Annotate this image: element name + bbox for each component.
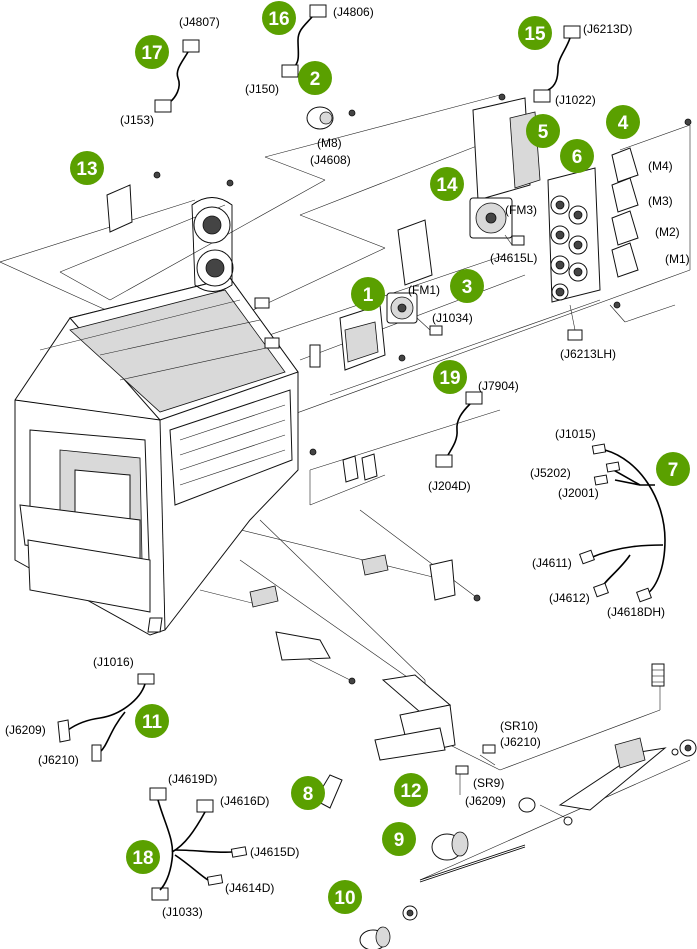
label-sr10: (SR10) [500, 719, 538, 733]
label-j6209-left: (J6209) [5, 723, 46, 737]
label-j4618dh: (J4618DH) [607, 605, 665, 619]
svg-text:2: 2 [310, 69, 321, 90]
label-j1016: (J1016) [93, 655, 134, 669]
label-j4616d: (J4616D) [220, 794, 269, 808]
drive-gears [191, 197, 234, 292]
callout-1: 1 [351, 277, 385, 311]
label-j6210-left: (J6210) [38, 753, 79, 767]
callout-9: 9 [382, 822, 416, 856]
callout-16: 16 [262, 1, 296, 35]
svg-text:12: 12 [400, 781, 421, 802]
label-j1022: (J1022) [555, 93, 596, 107]
callout-7: 7 [656, 452, 690, 486]
svg-text:18: 18 [132, 848, 153, 869]
callout-15: 15 [518, 16, 552, 50]
label-j6213lh: (J6213LH) [560, 347, 616, 361]
svg-text:14: 14 [436, 175, 458, 196]
callout-19: 19 [433, 360, 467, 394]
svg-text:1: 1 [363, 285, 374, 306]
callout-10: 10 [328, 880, 362, 914]
harness-15 [533, 25, 581, 103]
svg-text:9: 9 [394, 830, 405, 851]
leader-lines [0, 94, 691, 881]
callout-13: 13 [70, 151, 104, 185]
label-j2001: (J2001) [558, 486, 599, 500]
label-j1015: (J1015) [555, 427, 596, 441]
svg-text:5: 5 [538, 122, 549, 143]
callout-8: 8 [291, 776, 325, 810]
svg-text:11: 11 [142, 712, 163, 733]
rollers-and-shafts [359, 663, 697, 949]
label-fm1: (FM1) [408, 283, 440, 297]
label-j204d: (J204D) [428, 479, 471, 493]
svg-text:15: 15 [524, 24, 546, 45]
callout-12: 12 [394, 773, 428, 807]
svg-text:10: 10 [334, 888, 355, 909]
svg-text:17: 17 [141, 43, 162, 64]
label-j150: (J150) [245, 82, 279, 96]
small-parts-center [249, 448, 481, 685]
motor-m8 [306, 106, 356, 130]
svg-text:6: 6 [572, 147, 583, 168]
callout-2: 2 [298, 61, 332, 95]
printer-chassis [14, 277, 299, 636]
svg-text:13: 13 [76, 159, 97, 180]
label-j5202: (J5202) [530, 466, 571, 480]
label-m2: (M2) [655, 225, 680, 239]
harness-16 [281, 4, 327, 78]
label-j1034: (J1034) [432, 311, 473, 325]
label-m1: (M1) [665, 252, 690, 266]
callout-17: 17 [135, 35, 169, 69]
label-j4612: (J4612) [549, 591, 590, 605]
svg-text:4: 4 [618, 113, 629, 134]
callout-markers: 1 2 3 4 5 6 7 8 9 10 11 12 13 14 15 16 1… [70, 1, 690, 914]
label-j4611: (J4611) [532, 556, 572, 570]
svg-text:3: 3 [462, 277, 473, 298]
label-j4615d: (J4615D) [250, 845, 299, 859]
callout-6: 6 [560, 139, 594, 173]
svg-text:8: 8 [303, 784, 314, 805]
label-j4806: (J4806) [333, 5, 374, 19]
label-j4807: (J4807) [179, 15, 220, 29]
harness-17 [154, 39, 200, 113]
svg-text:7: 7 [668, 460, 679, 481]
callout-5: 5 [526, 114, 560, 148]
label-j1033: (J1033) [162, 905, 203, 919]
label-j6210-right: (J6210) [500, 735, 541, 749]
gear-assembly-6 [547, 167, 601, 341]
motors-m1-m4 [611, 118, 692, 309]
label-sr9: (SR9) [473, 776, 504, 790]
label-j7904: (J7904) [478, 379, 519, 393]
callout-18: 18 [126, 840, 160, 874]
label-m8: (M8) [317, 136, 342, 150]
label-j4619d: (J4619D) [168, 772, 217, 786]
label-fm3: (FM3) [505, 203, 537, 217]
harness-19 [435, 391, 483, 468]
label-m3: (M3) [648, 194, 673, 208]
plate-13 [106, 171, 234, 233]
label-m4: (M4) [648, 159, 673, 173]
harness-11 [57, 673, 155, 762]
label-j4615l: (J4615L) [490, 251, 537, 265]
label-j4614d: (J4614D) [225, 881, 274, 895]
connector-labels: (J4807) (J153) (J4806) (J150) (M8) (J460… [5, 5, 690, 919]
label-j4608: (J4608) [310, 153, 351, 167]
label-j153: (J153) [120, 113, 154, 127]
fan-fm3 [469, 197, 525, 246]
lower-assembly [314, 674, 496, 809]
label-j6213d: (J6213D) [583, 22, 632, 36]
bracket-5 [472, 93, 541, 201]
label-j6209-right: (J6209) [465, 794, 506, 808]
svg-text:16: 16 [268, 9, 289, 30]
callout-4: 4 [606, 105, 640, 139]
svg-text:19: 19 [439, 368, 460, 389]
harness-7 [579, 443, 666, 603]
callout-11: 11 [135, 704, 169, 738]
callout-14: 14 [430, 167, 464, 201]
callout-3: 3 [450, 269, 484, 303]
harness-18 [149, 787, 248, 901]
